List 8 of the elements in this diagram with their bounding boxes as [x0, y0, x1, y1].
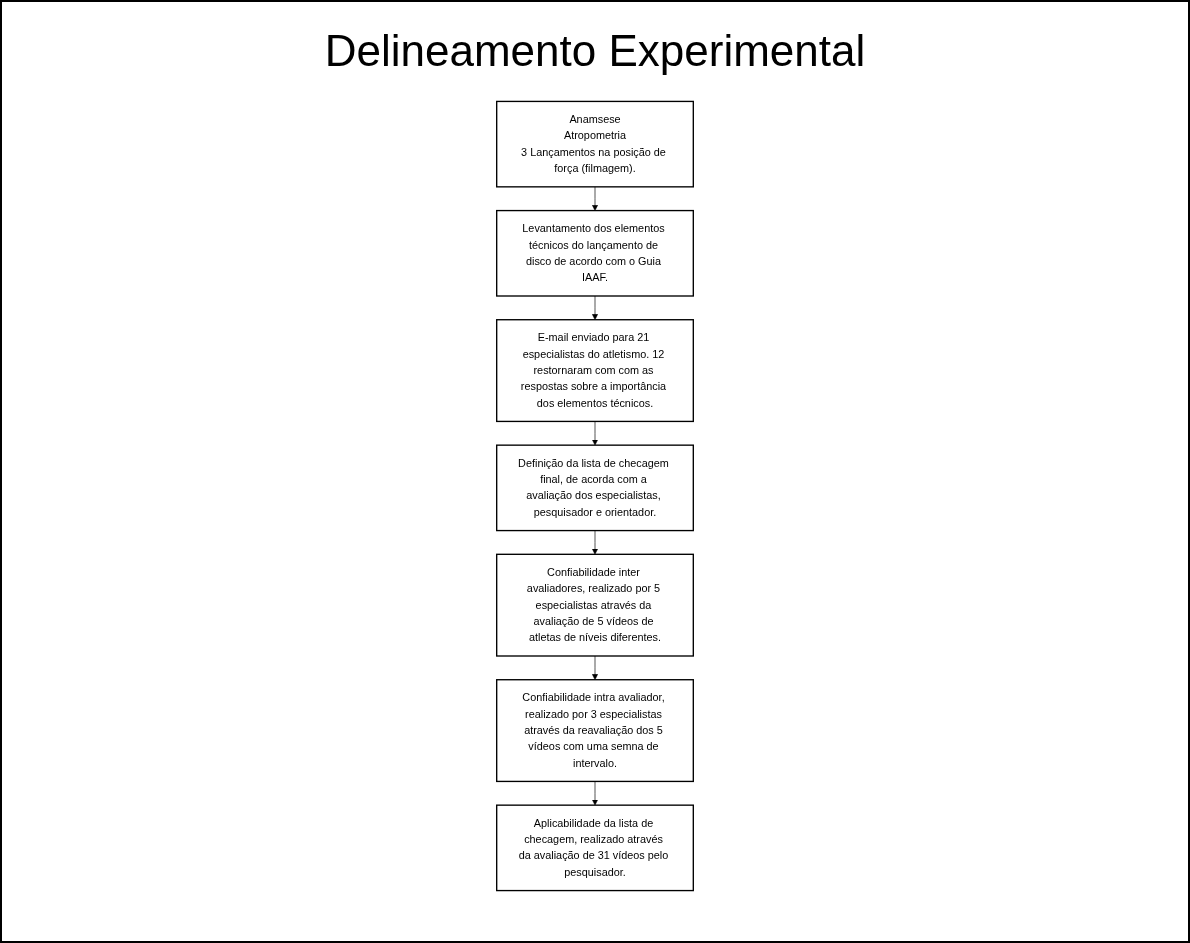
node-box: E-mail enviado para 21 especialistas do atletismo. 12 restornaram com com as respostas sobre a importância dos elementos técnicos.: [496, 319, 694, 423]
node-box: Definição da lista de checagem final, de acorda com a avaliação dos especialistas, pesquisador e orientador.: [496, 444, 694, 532]
node-box: Confiabilidade intra avaliador, realizado por 3 especialistas através da reavaliação dos 5 vídeos com uma semna de intervalo.: [496, 679, 694, 783]
node-box: Anamsese Atropometria 3 Lançamentos na posição de força (filmagem).: [496, 100, 694, 188]
diagram-title: Delineamento Experimental: [324, 26, 866, 76]
node-box: Levantamento dos elementos técnicos do lançamento de disco de acordo com o Guia IAAF.: [496, 209, 694, 297]
node-box: Confiabilidade inter avaliadores, realizado por 5 especialistas através da avaliação de 5 vídeos de atletas de níveis diferentes.: [496, 553, 694, 657]
node-box: Aplicabilidade da lista de checagem, realizado através da avaliação de 31 vídeos pelo pesquisador.: [496, 804, 694, 892]
